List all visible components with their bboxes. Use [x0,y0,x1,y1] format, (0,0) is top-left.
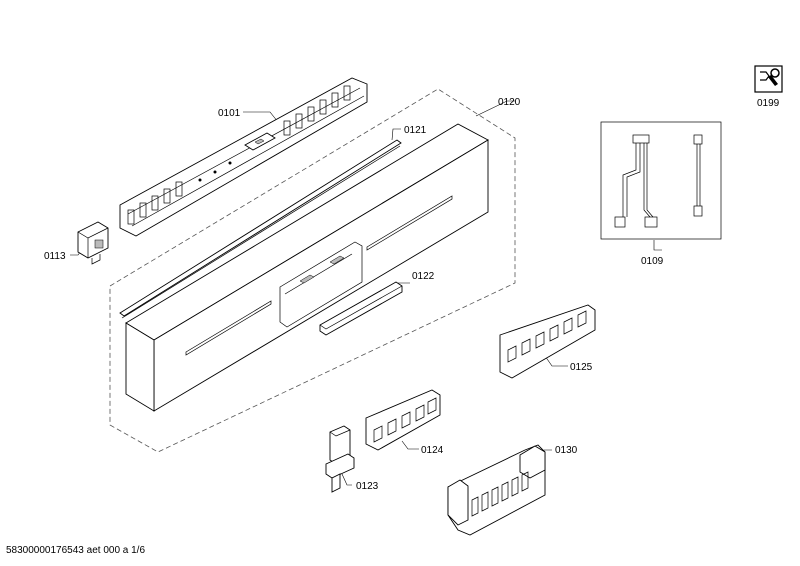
label-0101: 0101 [218,108,241,119]
label-0113: 0113 [44,251,66,262]
assembly-outline-0120 [109,88,516,453]
service-wrench-icon[interactable] [754,65,783,93]
part-0125-key-cluster[interactable] [499,304,596,379]
part-0101-control-module[interactable] [119,77,368,237]
part-0113-connector[interactable] [77,221,109,265]
label-0122: 0122 [412,271,435,282]
label-0199: 0199 [757,98,780,109]
part-0120-control-panel[interactable] [125,123,489,412]
label-0123: 0123 [356,481,379,492]
part-0109-cable-set[interactable] [600,121,722,240]
document-footer: 58300000176543 aet 000 a 1/6 [6,545,145,556]
label-0125: 0125 [570,362,593,373]
part-0130-frame-bracket[interactable] [447,444,546,536]
part-0124-key-cluster[interactable] [365,389,441,451]
part-0122-button-strip[interactable] [319,281,403,336]
part-0121-trim-strip[interactable] [119,139,402,319]
label-0121: 0121 [404,125,427,136]
label-0120: 0120 [498,97,521,108]
label-0109: 0109 [641,256,664,267]
label-0124: 0124 [421,445,444,456]
label-0130: 0130 [555,445,578,456]
part-0123-switch[interactable] [325,425,355,493]
